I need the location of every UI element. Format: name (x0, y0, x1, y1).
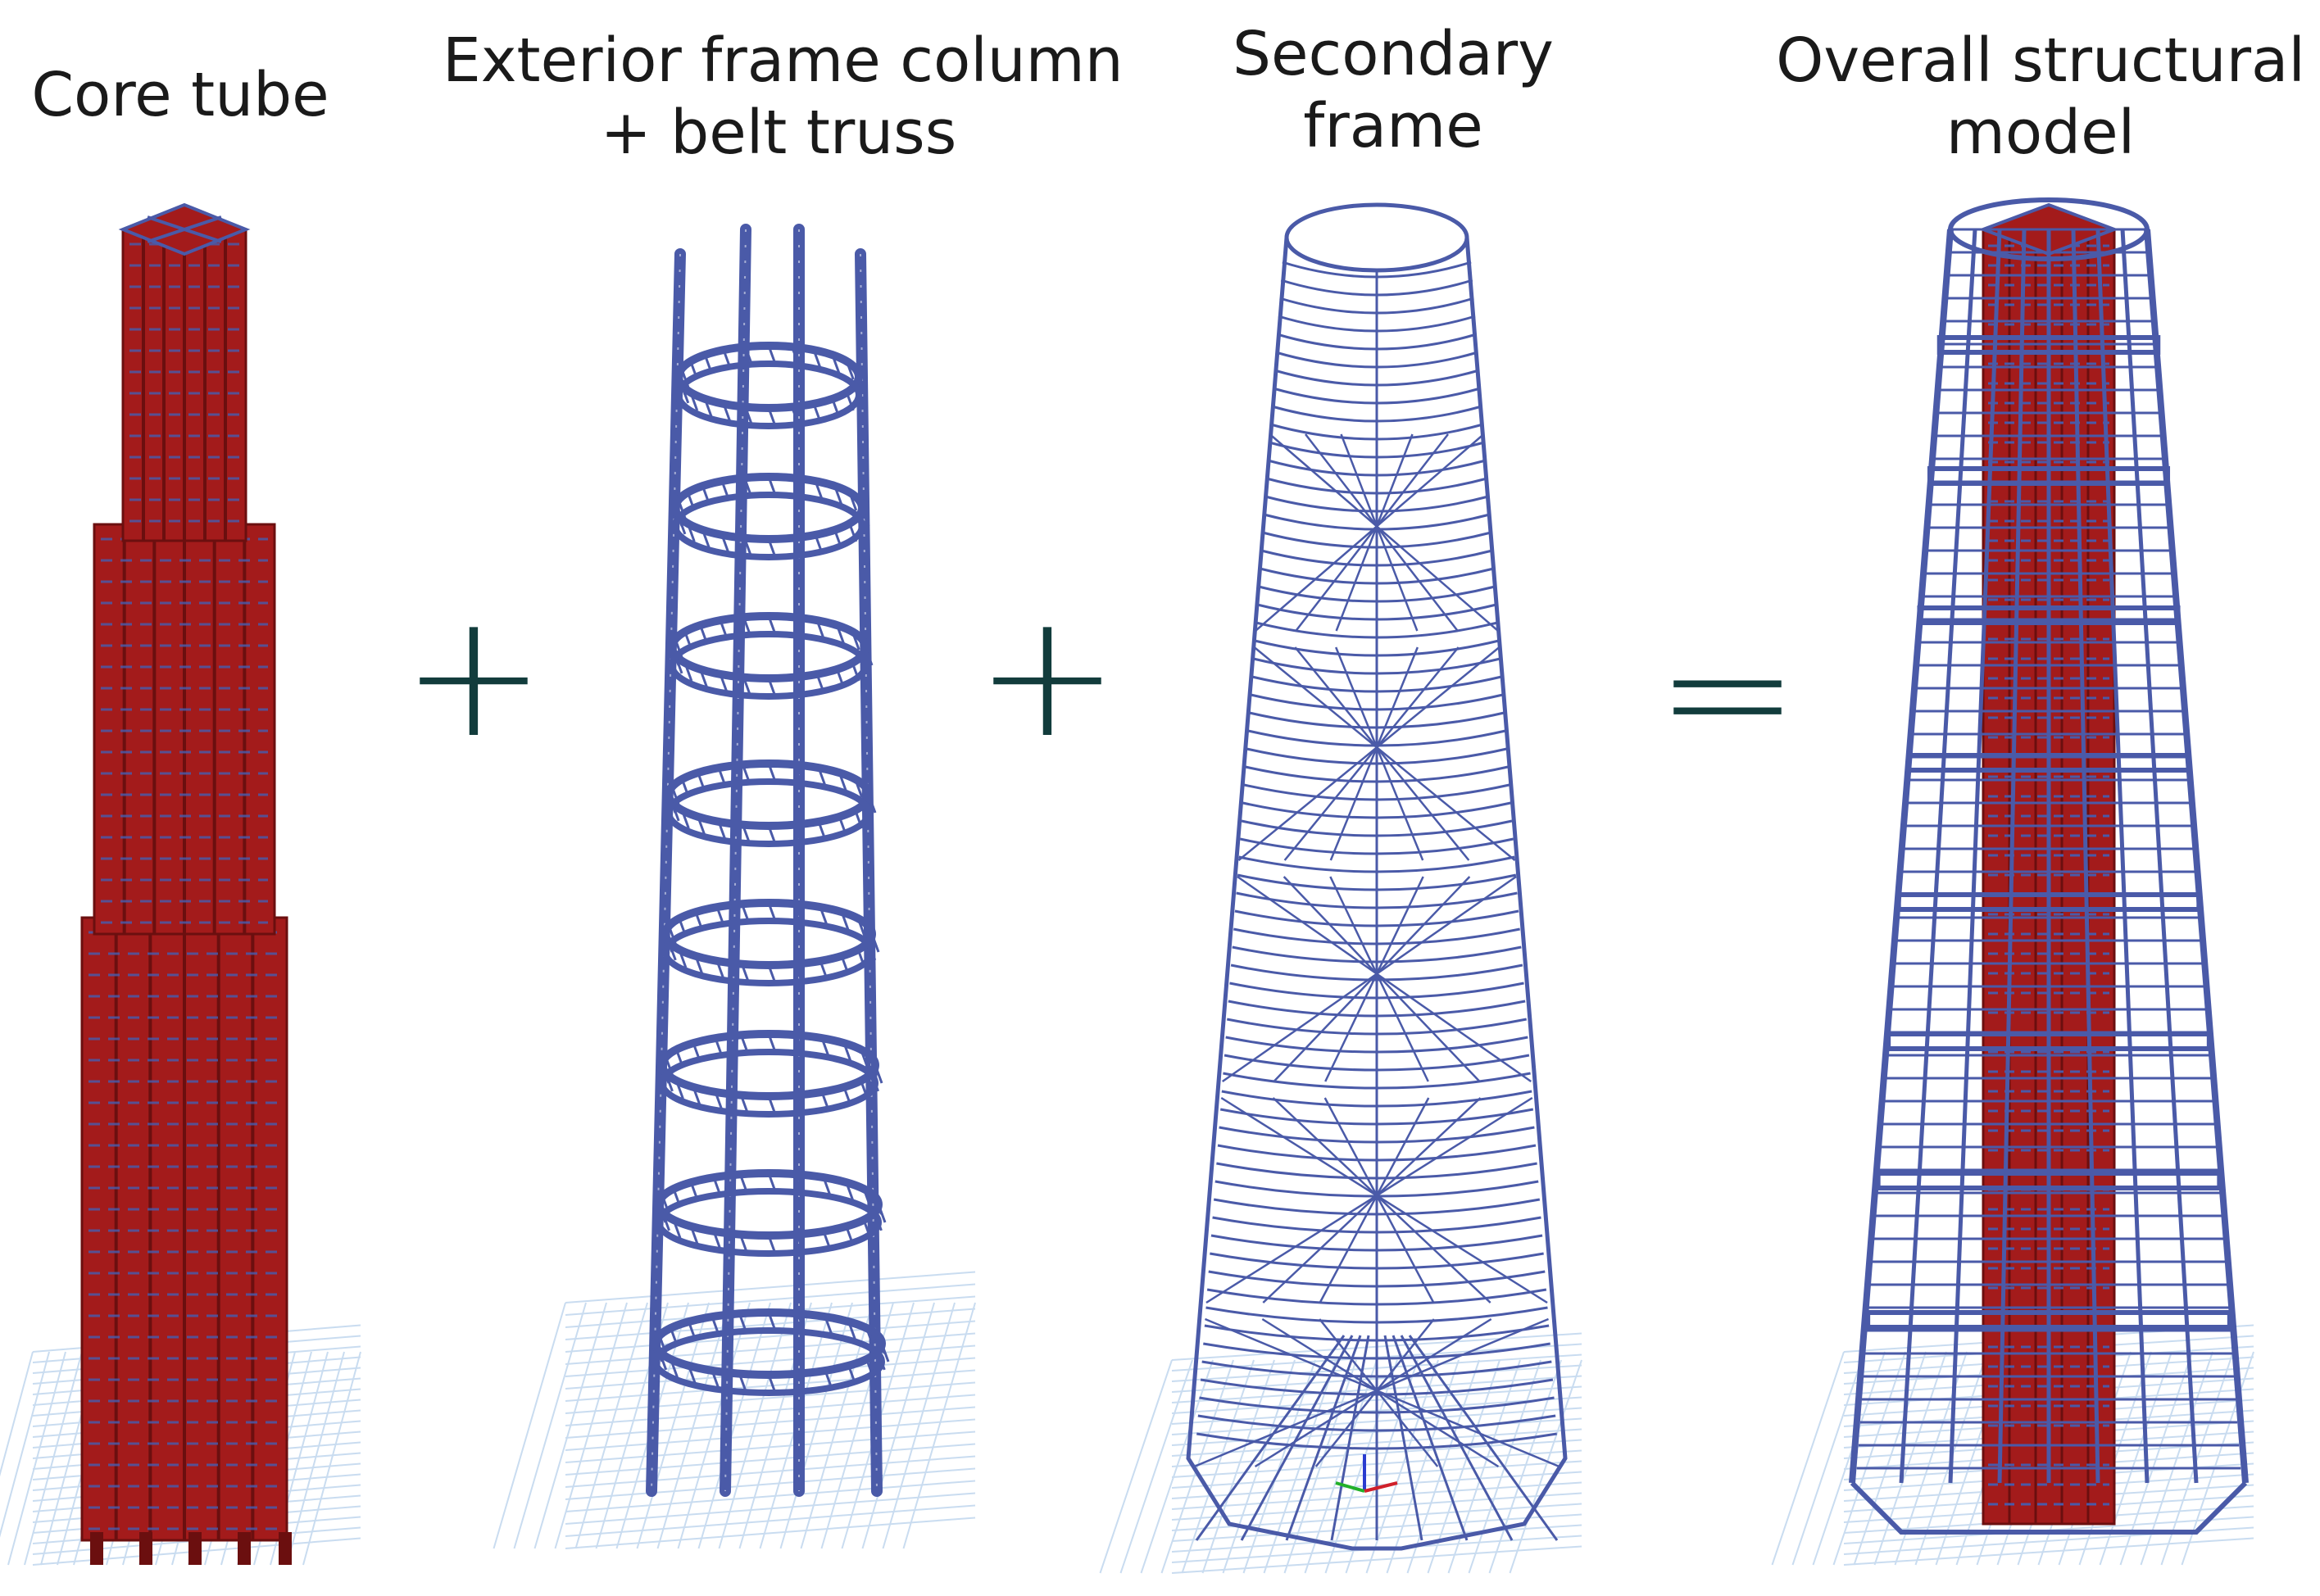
secondary-frame-title-line1: Secondary (1233, 19, 1554, 89)
exterior-columns (646, 224, 883, 1497)
secondary-frame-body (1186, 202, 1568, 1551)
exterior-frame-title-line1: Exterior frame column (443, 25, 1124, 96)
secondary-frame-title: Secondary frame (1188, 18, 1598, 162)
exterior-frame-title-line2: + belt truss (600, 97, 957, 168)
overall-frame (1849, 197, 2249, 1535)
core-tube-model (0, 202, 361, 1566)
overall-model-title-line1: Overall structural (1776, 25, 2305, 96)
overall-model-title: Overall structural model (1770, 25, 2311, 169)
equals-operator: = (1655, 592, 1800, 792)
exterior-frame-title: Exterior frame column + belt truss (443, 25, 1124, 169)
belt-trusses (652, 342, 890, 1396)
exterior-frame-model (493, 224, 976, 1549)
core-tube-body (80, 202, 292, 1565)
core-tube-title-line1: Core tube (31, 60, 329, 130)
overall-model-title-line2: model (1945, 97, 2136, 168)
overall-structural-model (1771, 197, 2254, 1566)
secondary-frame-title-line2: frame (1303, 91, 1483, 161)
plus-operator-2: + (975, 575, 1119, 776)
ground-grid-icon (493, 1271, 976, 1549)
secondary-frame-model (1099, 202, 1582, 1574)
axis-triad-icon (1335, 1454, 1398, 1493)
plus-operator-1: + (402, 575, 546, 776)
core-tube-title: Core tube (16, 59, 344, 131)
